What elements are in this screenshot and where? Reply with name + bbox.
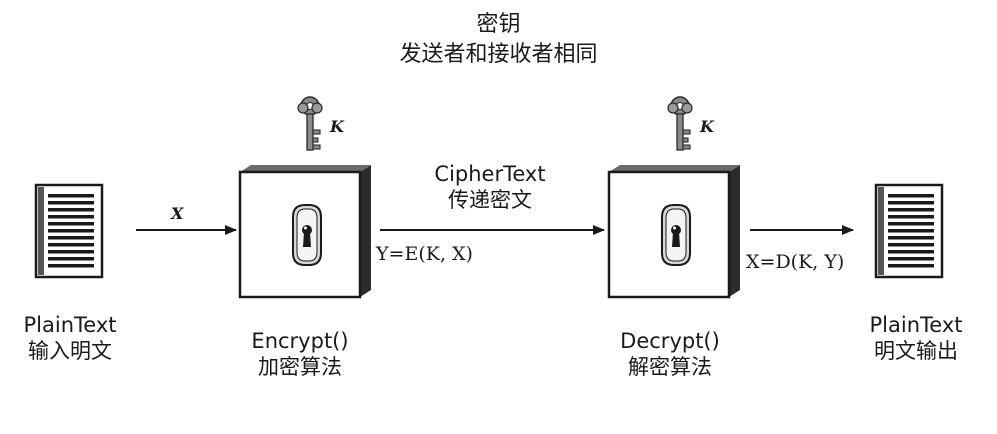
decrypt-box (607, 165, 740, 299)
encrypt-key-icon (297, 96, 323, 151)
decrypt-label: Decrypt() 解密算法 (590, 328, 750, 380)
encrypt-formula: Y=E(K, X) (376, 243, 473, 265)
plaintext-input-desc: 输入明文 (28, 339, 112, 363)
decrypt-key-icon (667, 96, 693, 151)
ciphertext-desc: 传递密文 (448, 188, 532, 212)
title-line-1: 密钥 (476, 12, 521, 37)
input-arrow-label: X (171, 204, 184, 223)
decrypt-key-label: K (700, 117, 714, 136)
decrypt-name: Decrypt() (620, 329, 720, 353)
encrypt-name: Encrypt() (251, 329, 349, 353)
decrypt-formula: X=D(K, Y) (746, 251, 845, 273)
encrypt-label: Encrypt() 加密算法 (220, 328, 380, 380)
plaintext-output-name: PlainText (869, 313, 963, 337)
plaintext-output-desc: 明文输出 (874, 339, 958, 363)
keyhole-icon (292, 204, 322, 266)
plaintext-input-document-icon (34, 183, 104, 279)
encrypt-box (238, 165, 371, 299)
plaintext-input-label: PlainText 输入明文 (0, 312, 140, 364)
encrypt-desc: 加密算法 (258, 355, 342, 379)
encrypt-key-label: K (330, 117, 344, 136)
plaintext-input-name: PlainText (23, 313, 117, 337)
title-line-2: 发送者和接收者相同 (399, 42, 598, 67)
plaintext-output-document-icon (874, 183, 944, 279)
ciphertext-name: CipherText (434, 162, 546, 186)
diagram-title: 密钥 发送者和接收者相同 (0, 10, 997, 70)
keyhole-icon (661, 204, 691, 266)
decrypt-desc: 解密算法 (628, 355, 712, 379)
ciphertext-label: CipherText 传递密文 (390, 161, 590, 213)
plaintext-output-label: PlainText 明文输出 (846, 312, 986, 364)
